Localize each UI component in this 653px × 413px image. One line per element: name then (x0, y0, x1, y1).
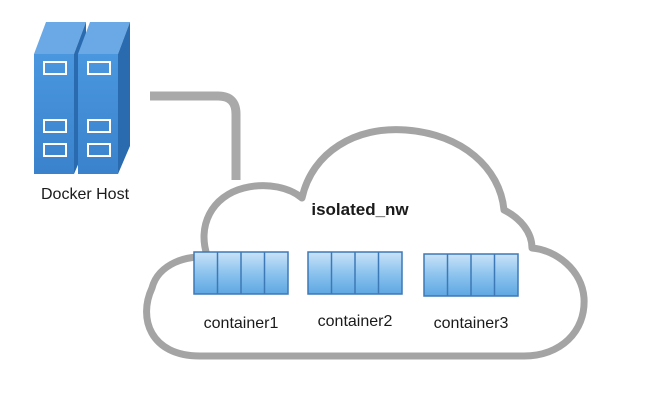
cloud-icon (143, 126, 588, 360)
container1-label: container1 (203, 315, 279, 332)
container-block-icon (307, 251, 403, 295)
docker-host-label: Docker Host (40, 186, 130, 203)
container-block-icon (193, 251, 289, 295)
container2-label: container2 (317, 313, 393, 330)
host-network-cable (150, 91, 241, 180)
network-name-label: isolated_nw (311, 200, 409, 219)
container3-label: container3 (433, 315, 509, 332)
server-tower-icon (34, 22, 130, 174)
container-block-icon (423, 253, 519, 297)
